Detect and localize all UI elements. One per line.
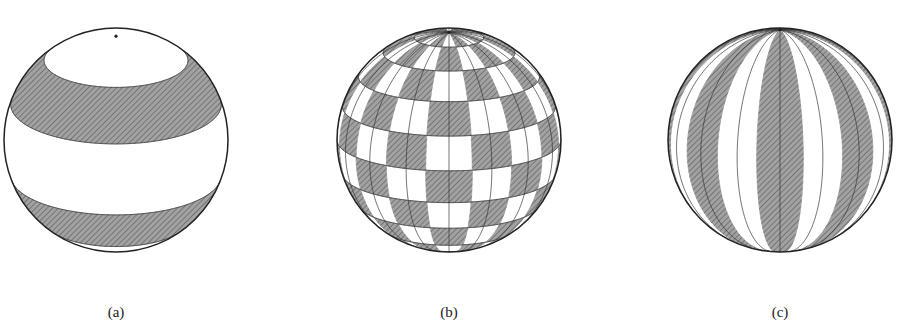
banded-sphere <box>11 35 222 247</box>
figure-label: (c) <box>770 304 791 321</box>
shaded-region <box>11 47 222 247</box>
grid-line <box>11 48 222 247</box>
lune-sphere <box>668 28 892 252</box>
pole-dot <box>114 35 117 38</box>
figure-label: (a) <box>106 304 127 321</box>
shaded-region <box>668 28 892 252</box>
sphere-outline <box>668 28 892 252</box>
grid-line <box>337 28 561 252</box>
sphere-outline <box>337 28 561 252</box>
figure-label: (b) <box>438 304 460 321</box>
shaded-region <box>337 28 561 252</box>
pole-dot <box>447 31 450 34</box>
grid-line <box>668 28 892 252</box>
checkered-sphere <box>337 28 561 252</box>
sphere-outline <box>4 28 228 252</box>
